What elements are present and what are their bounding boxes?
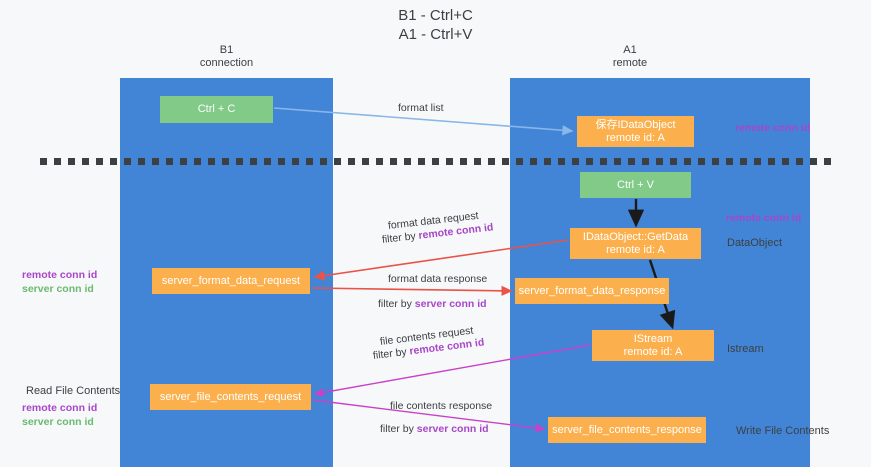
annotation-remote-conn-id: remote conn id	[22, 269, 98, 281]
node-ctrl-c[interactable]: Ctrl + C	[160, 96, 273, 123]
node-save-idataobject[interactable]: 保存IDataObject remote id: A	[577, 116, 694, 147]
filter-prefix: filter by	[380, 423, 417, 435]
edge-label-format-list: format list	[398, 102, 444, 114]
annotation-istream: Istream	[727, 343, 764, 355]
edge-label-format-data-response: format data response	[388, 273, 488, 285]
annotation-remote-conn-id: remote conn id	[22, 402, 98, 414]
node-idataobject-getdata[interactable]: IDataObject::GetData remote id: A	[570, 228, 701, 259]
annotation-write-file-contents: Write File Contents	[736, 425, 830, 437]
edge-label-format-data-response-filter: filter by server conn id	[378, 297, 487, 311]
node-server-file-contents-request[interactable]: server_file_contents_request	[150, 384, 311, 410]
filter-prefix: filter by	[381, 229, 420, 246]
annotation-server-conn-id: server conn id	[22, 283, 94, 295]
annotation-remote-conn-id-mid: remote conn id	[726, 212, 802, 224]
annotation-read-file-contents: Read File Contents	[26, 385, 121, 397]
swimlane-a1-header: A1 remote	[612, 44, 648, 69]
node-ctrl-v[interactable]: Ctrl + V	[580, 172, 691, 198]
phase-divider	[40, 158, 834, 165]
filter-prefix: filter by	[378, 298, 415, 310]
node-istream[interactable]: IStream remote id: A	[592, 330, 714, 361]
swimlane-b1-header: B1 connection	[199, 44, 254, 69]
annotation-remote-conn-id-top: remote conn id	[735, 122, 811, 134]
node-server-format-data-response[interactable]: server_format_data_response	[515, 278, 669, 304]
annotation-server-conn-id: server conn id	[22, 416, 94, 428]
annotation-left-conn-ids-mid: remote conn id server conn id	[22, 268, 97, 296]
annotation-left-conn-ids-bottom: remote conn id server conn id	[22, 401, 97, 429]
node-server-format-data-request[interactable]: server_format_data_request	[152, 268, 310, 294]
filter-prefix: filter by	[372, 345, 411, 362]
node-server-file-contents-response[interactable]: server_file_contents_response	[548, 417, 706, 443]
filter-key: server conn id	[416, 423, 489, 435]
filter-key: server conn id	[414, 298, 487, 310]
diagram-title: B1 - Ctrl+C A1 - Ctrl+V	[398, 7, 473, 43]
annotation-dataobject: DataObject	[727, 237, 783, 249]
edge-label-file-contents-response: file contents response	[390, 400, 493, 412]
edge-label-file-contents-response-filter: filter by server conn id	[380, 422, 489, 436]
